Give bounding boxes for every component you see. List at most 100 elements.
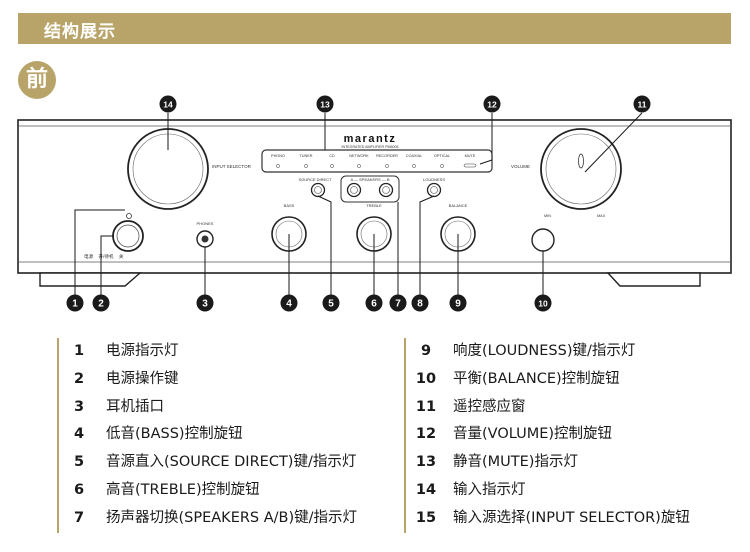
legend-number: 3 bbox=[73, 398, 85, 415]
legend-number: 7 bbox=[73, 509, 85, 526]
callout-marker bbox=[159, 95, 177, 113]
svg-text:电源 开/待机 关: 电源 开/待机 关 bbox=[84, 253, 124, 260]
legend-description: 电源指示灯 bbox=[106, 343, 179, 359]
loudness-label: LOUDNESS bbox=[423, 177, 445, 182]
section-header-bar: 结构展示 bbox=[18, 13, 731, 44]
power-indicator bbox=[126, 213, 132, 219]
callout-marker bbox=[92, 294, 110, 312]
callout-number: 5 bbox=[328, 299, 334, 310]
input-indicator-led bbox=[440, 164, 444, 168]
callout-marker bbox=[365, 294, 383, 312]
input-label-cd: CD bbox=[329, 154, 335, 158]
callout-number: 4 bbox=[286, 299, 292, 310]
callout-number: 7 bbox=[395, 299, 401, 310]
input-label-tuner: TUNER bbox=[299, 154, 312, 158]
power-button bbox=[112, 220, 144, 252]
right-foot bbox=[606, 272, 701, 287]
front-view-badge: 前 bbox=[18, 61, 56, 99]
input-indicator-led bbox=[412, 164, 416, 168]
callout-number: 3 bbox=[202, 299, 208, 310]
callout-5: 5 bbox=[322, 294, 340, 312]
speaker-b-button bbox=[378, 182, 394, 198]
legend-description: 静音(MUTE)指示灯 bbox=[453, 454, 578, 471]
legend-number: 5 bbox=[73, 454, 85, 471]
legend-number: 9 bbox=[420, 343, 432, 359]
bass-label: BASS bbox=[284, 203, 295, 208]
amplifier-front-diagram: INPUT SELECTOR VOLUME marantz INTEGRATED… bbox=[17, 95, 732, 312]
left-foot bbox=[39, 272, 142, 287]
power-off-label: 关 bbox=[119, 253, 124, 260]
input-selector-label: INPUT SELECTOR bbox=[212, 164, 252, 169]
legend-item: 14 输入指示灯 bbox=[406, 477, 736, 505]
section-title: 结构展示 bbox=[44, 22, 116, 42]
input-indicator-led bbox=[304, 164, 308, 168]
legend-description: 扬声器切换(SPEAKERS A/B)键/指示灯 bbox=[106, 509, 358, 526]
callout-number: 2 bbox=[98, 299, 104, 310]
legend-number: 6 bbox=[73, 481, 85, 498]
callout-1: 1 bbox=[66, 294, 84, 312]
callout-marker bbox=[449, 294, 467, 312]
legend-item: 5 音源直入(SOURCE DIRECT)键/指示灯 bbox=[59, 449, 389, 477]
speakers-label: A — SPEAKERS — B bbox=[350, 177, 389, 182]
callout-8: 8 bbox=[411, 294, 429, 312]
callout-3: 3 bbox=[196, 294, 214, 312]
callout-number: 12 bbox=[487, 100, 497, 110]
input-label-optical: OPTICAL bbox=[434, 154, 450, 158]
callout-number: 9 bbox=[455, 299, 461, 310]
callout-marker bbox=[196, 294, 214, 312]
callout-number: 14 bbox=[163, 100, 173, 110]
callout-marker bbox=[280, 294, 298, 312]
remote-sensor bbox=[531, 228, 555, 252]
legend-description: 音源直入(SOURCE DIRECT)键/指示灯 bbox=[106, 454, 357, 471]
legend-description: 响度(LOUDNESS)键/指示灯 bbox=[453, 343, 636, 359]
callout-6: 6 bbox=[365, 294, 383, 312]
callout-12: 12 bbox=[483, 95, 501, 113]
legend-description: 高音(TREBLE)控制旋钮 bbox=[106, 481, 260, 498]
input-indicator-led bbox=[385, 164, 389, 168]
brand-logo: marantz bbox=[344, 133, 397, 145]
input-label-network: NETWORK bbox=[349, 154, 369, 158]
callout-13: 13 bbox=[316, 95, 334, 113]
balance-label: BALANCE bbox=[449, 203, 468, 208]
input-indicator-led bbox=[330, 164, 334, 168]
callout-number: 13 bbox=[320, 100, 330, 110]
legend-number: 14 bbox=[415, 481, 437, 498]
treble-label: TREBLE bbox=[366, 203, 382, 208]
legend-number: 13 bbox=[415, 454, 437, 471]
input-indicator-panel bbox=[261, 149, 493, 173]
callout-2: 2 bbox=[92, 294, 110, 312]
callout-marker bbox=[633, 95, 651, 113]
loudness-button bbox=[426, 182, 442, 198]
model-label: INTEGRATED AMPLIFIER PM6005 bbox=[341, 145, 398, 149]
callout-marker bbox=[66, 294, 84, 312]
max-label: MAX bbox=[597, 214, 606, 218]
input-label-phono: PHONO bbox=[271, 154, 285, 158]
source-direct-label: SOURCE DIRECT bbox=[298, 177, 332, 182]
volume-label: VOLUME bbox=[511, 164, 530, 169]
callout-7: 7 bbox=[389, 294, 407, 312]
input-indicator-led bbox=[357, 164, 361, 168]
callout-9: 9 bbox=[449, 294, 467, 312]
callout-marker bbox=[534, 294, 552, 312]
callout-11: 11 bbox=[633, 95, 651, 113]
legend-item: 13 静音(MUTE)指示灯 bbox=[406, 449, 736, 477]
legend-number: 12 bbox=[415, 426, 437, 443]
callout-number: 11 bbox=[638, 100, 647, 110]
power-label: 电源 bbox=[84, 253, 94, 260]
legend-description: 输入指示灯 bbox=[453, 481, 526, 498]
legend-description: 电源操作键 bbox=[106, 370, 179, 387]
legend-description: 遥控感应窗 bbox=[453, 398, 526, 415]
mute-indicator bbox=[463, 163, 477, 168]
callout-marker bbox=[389, 294, 407, 312]
legend-number: 10 bbox=[415, 370, 437, 387]
callout-marker bbox=[411, 294, 429, 312]
phones-label: PHONES bbox=[197, 221, 214, 226]
source-direct-button bbox=[310, 182, 326, 198]
